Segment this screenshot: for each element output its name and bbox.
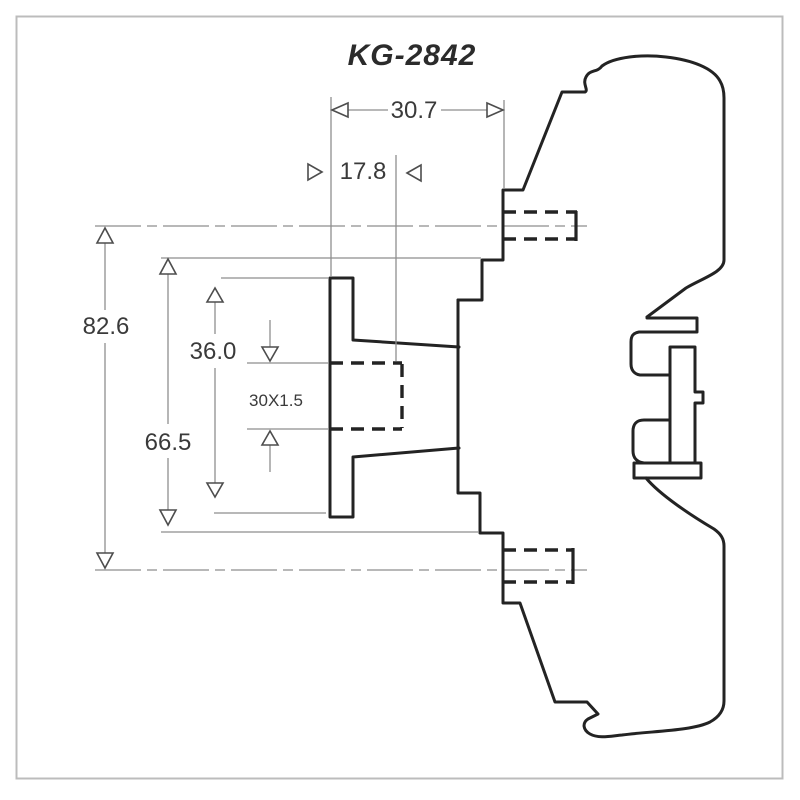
dim-thread-spec: 30X1.5	[247, 320, 329, 472]
dim-label-flange-height: 36.0	[190, 338, 237, 365]
spindle-body-rect	[668, 345, 705, 465]
arrow-up-icon	[260, 429, 280, 446]
arrow-down-icon	[260, 346, 280, 363]
spindle-pocket-lower	[631, 418, 672, 465]
arrow-up-icon	[158, 257, 178, 275]
part-outline-lower	[456, 298, 726, 739]
flange-outline	[328, 276, 461, 519]
hidden-hole-bottom	[503, 548, 575, 584]
arrow-down-icon	[95, 552, 115, 570]
dim-flange-height: 36.0	[190, 277, 329, 514]
arrow-right-icon	[486, 101, 505, 119]
dim-label-total-width: 30.7	[391, 97, 438, 124]
dim-label-mid-height: 66.5	[145, 429, 192, 456]
dim-mid-height: 66.5	[145, 257, 481, 533]
dim-total-width: 30.7	[330, 97, 505, 277]
spindle-base-bar	[632, 461, 703, 480]
arrow-up-icon	[95, 226, 115, 244]
drawing-border	[15, 15, 784, 780]
drawing-title: KG-2842	[348, 39, 477, 72]
dim-thread-length: 17.8	[307, 155, 422, 361]
hidden-hole-top	[503, 210, 578, 241]
dim-label-thread-spec: 30X1.5	[249, 391, 303, 410]
arrow-left-icon	[330, 101, 349, 119]
hidden-thread-bore	[330, 361, 404, 431]
arrow-left-icon	[405, 163, 422, 183]
arrow-right-icon	[307, 162, 324, 182]
dim-total-height: 82.6	[83, 226, 130, 570]
arrow-down-icon	[205, 482, 225, 499]
part-outline-upper	[456, 54, 726, 319]
dim-label-thread-length: 17.8	[340, 158, 387, 185]
arrow-up-icon	[205, 286, 225, 303]
spindle-lip-upper	[629, 316, 699, 377]
dim-label-total-height: 82.6	[83, 313, 130, 340]
arrow-down-icon	[158, 509, 178, 527]
